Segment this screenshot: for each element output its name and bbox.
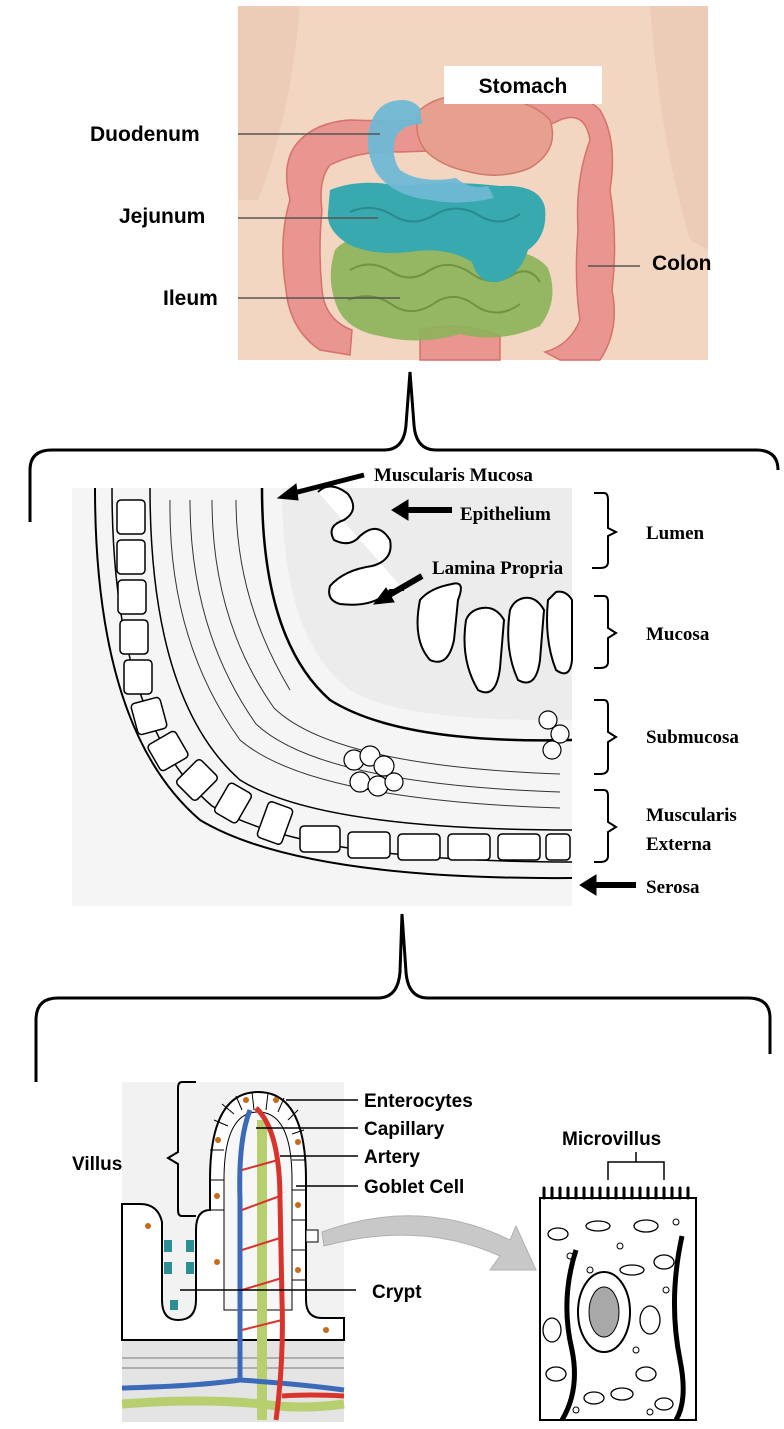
lower-brace	[36, 914, 770, 1082]
villus-label: Villus	[72, 1154, 122, 1175]
zoom-arrow	[322, 1216, 536, 1270]
ileum-label: Ileum	[163, 287, 218, 310]
mucosa-label: Mucosa	[646, 624, 710, 645]
cross-section-panel	[72, 475, 636, 906]
artery-base	[282, 1395, 344, 1396]
goblet-cell-label: Goblet Cell	[364, 1177, 464, 1198]
colon-label: Colon	[652, 252, 711, 275]
enterocytes-label: Enterocytes	[364, 1091, 473, 1112]
artery-label: Artery	[364, 1147, 420, 1168]
capillary-label: Capillary	[364, 1119, 445, 1140]
muscularis-mucosa-label: Muscularis Mucosa	[374, 465, 533, 486]
serosa-label: Serosa	[646, 877, 700, 898]
epithelium-label: Epithelium	[460, 504, 551, 525]
muscularis-externa-label-line1: Muscularis	[646, 805, 737, 826]
villus-panel	[122, 1082, 358, 1422]
enterocyte-detail	[540, 1152, 696, 1420]
duodenum-label: Duodenum	[90, 123, 200, 146]
muscularis-externa-label-line2: Externa	[646, 834, 712, 855]
microvilli-brush-border	[544, 1188, 688, 1198]
crypt-label: Crypt	[372, 1282, 422, 1303]
layer-brackets	[592, 493, 616, 862]
microvillus-bracket	[608, 1152, 664, 1180]
stomach-label: Stomach	[479, 75, 568, 98]
lamina-propria-label: Lamina Propria	[432, 558, 564, 579]
abdomen-panel: Stomach	[238, 6, 708, 360]
jejunum-label: Jejunum	[119, 205, 205, 228]
zoom-marker	[306, 1230, 318, 1242]
nucleus	[589, 1287, 619, 1337]
microvillus-label: Microvillus	[562, 1129, 661, 1150]
submucosa-label: Submucosa	[646, 727, 739, 748]
lumen-label: Lumen	[646, 523, 705, 544]
